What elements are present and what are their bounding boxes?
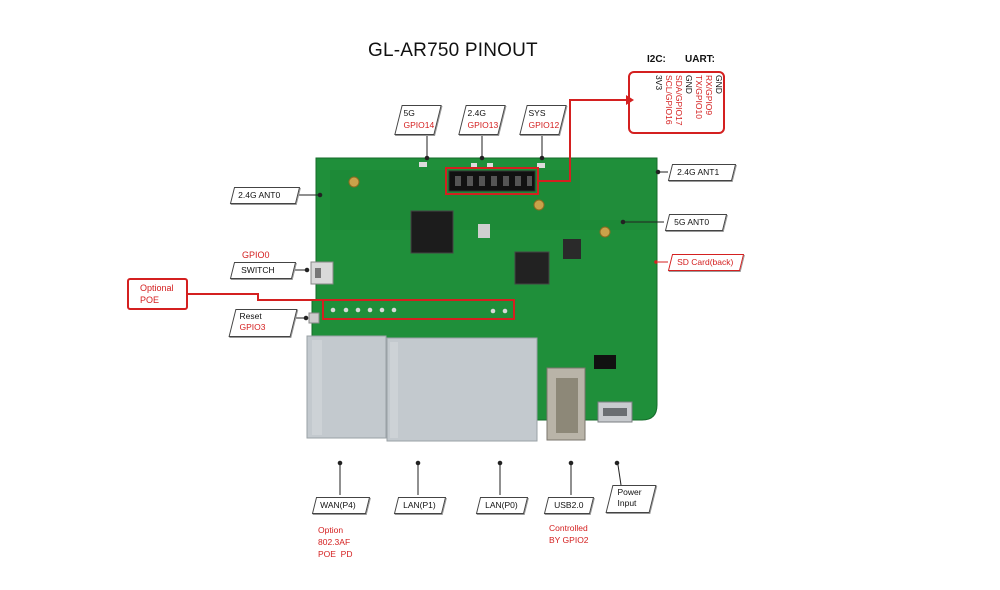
led-24g-name: 2.4G xyxy=(467,108,486,118)
header-pin-7-label: 3V3 xyxy=(654,75,664,91)
ant1-24g-text: 2.4G ANT1 xyxy=(677,167,720,177)
switch-component xyxy=(310,261,334,285)
ant0-5g-text: 5G ANT0 xyxy=(674,217,710,227)
poe-label-line1: Optional xyxy=(140,283,174,293)
i2c-label: I2C: xyxy=(647,54,666,65)
wan-poe-note-2: 802.3AF xyxy=(318,537,351,547)
led-sys-label: SYS GPIO12 xyxy=(519,105,567,135)
led-sys-name: SYS xyxy=(528,108,546,118)
wan-label: WAN(P4) xyxy=(311,497,371,514)
switch-label: SWITCH xyxy=(229,262,297,279)
header-pin-6-label: SCL/GPIO16 xyxy=(664,75,674,125)
ant0-24g-connector xyxy=(348,176,360,188)
ant0-5g-label: 5G ANT0 xyxy=(664,214,728,231)
power-text-1: Power xyxy=(617,487,642,497)
lan-ports xyxy=(386,337,538,442)
lan1-text: LAN(P1) xyxy=(403,500,436,510)
header-pin-5-label: SDA/GPIO17 xyxy=(674,75,684,126)
led-sys-gpio: GPIO12 xyxy=(528,120,560,130)
poe-label-line2: POE xyxy=(140,295,160,305)
lan1-label: LAN(P1) xyxy=(393,497,447,514)
header-pin-1-label: GND xyxy=(714,75,724,94)
lan0-text: LAN(P0) xyxy=(485,500,518,510)
lan0-label: LAN(P0) xyxy=(475,497,529,514)
ant1-24g-label: 2.4G ANT1 xyxy=(667,164,737,181)
reset-label: Reset GPIO3 xyxy=(228,309,298,337)
power-label: Power Input xyxy=(605,485,657,513)
header-pin-4-label: GND xyxy=(684,75,694,94)
power-text-2: Input xyxy=(617,498,637,508)
switch-gpio: GPIO0 xyxy=(242,250,270,260)
uart-label: UART: xyxy=(685,54,715,65)
usb-ctrl-note-1: Controlled xyxy=(549,523,588,533)
pin-label-frame xyxy=(628,71,725,134)
reset-gpio: GPIO3 xyxy=(239,322,266,332)
usb-text: USB2.0 xyxy=(554,500,584,510)
usb-label: USB2.0 xyxy=(543,497,595,514)
sd-card-label: SD Card(back) xyxy=(667,254,745,271)
ant0-5g-connector xyxy=(599,226,611,238)
wan-poe-note-1: Option xyxy=(318,525,344,535)
led-24g-label: 2.4G GPIO13 xyxy=(458,105,506,135)
poe-label-frame xyxy=(127,278,188,310)
reset-text: Reset xyxy=(239,311,262,321)
wan-poe-note-3: POE PD xyxy=(318,549,353,559)
header-pin-2-label: RX/GPIO9 xyxy=(704,75,714,116)
ant0-24g-text: 2.4G ANT0 xyxy=(238,190,281,200)
led-24g-gpio: GPIO13 xyxy=(467,120,499,130)
header-pin-3-label: TX/GPIO10 xyxy=(694,75,704,119)
diagram-title: GL-AR750 PINOUT xyxy=(368,40,538,61)
wifi-chip xyxy=(514,251,550,285)
wan-text: WAN(P4) xyxy=(320,500,356,510)
sd-card-text: SD Card(back) xyxy=(677,257,734,267)
reset-button xyxy=(308,312,320,324)
led-5g-name: 5G xyxy=(403,108,415,118)
ant0-24g-label: 2.4G ANT0 xyxy=(229,187,301,204)
soc-chip xyxy=(410,210,454,254)
usb-ctrl-note-2: BY GPIO2 xyxy=(549,535,589,545)
switch-text: SWITCH xyxy=(241,265,275,275)
led-5g-label: 5G GPIO14 xyxy=(394,105,442,135)
led-5g-gpio: GPIO14 xyxy=(403,120,435,130)
